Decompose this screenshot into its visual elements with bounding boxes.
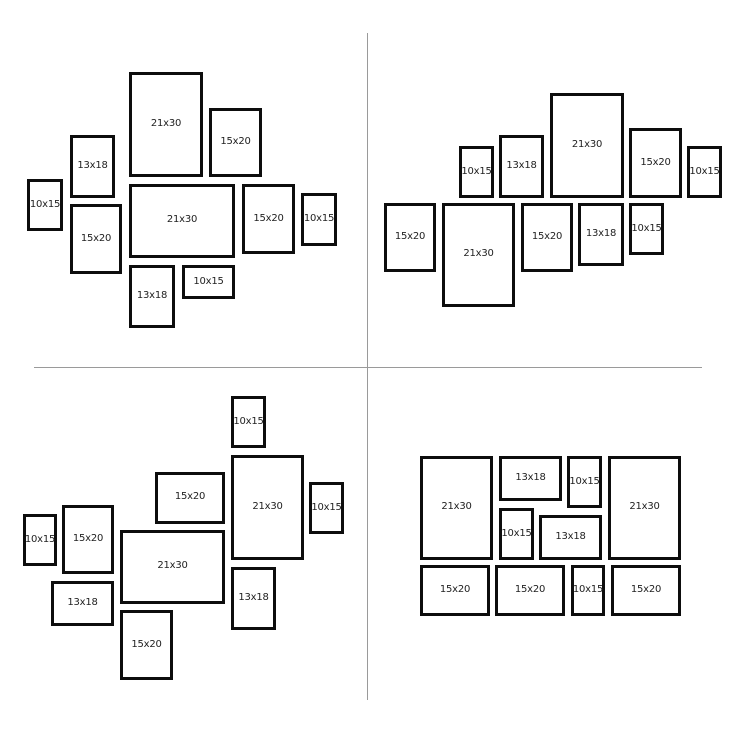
frame-size-label: 21x30 <box>252 500 283 512</box>
photo-frame-10x15: 10x15 <box>231 396 266 448</box>
frame-size-label: 21x30 <box>571 138 603 150</box>
frame-size-label: 13x18 <box>515 471 546 483</box>
frame-size-label: 15x20 <box>439 583 471 595</box>
frame-size-label: 10x15 <box>303 213 335 225</box>
photo-frame-15x20: 15x20 <box>495 565 565 616</box>
frame-size-label: 15x20 <box>253 212 284 224</box>
frame-size-label: 10x15 <box>501 527 532 539</box>
horizontal-divider <box>34 367 702 368</box>
photo-frame-21x30: 21x30 <box>608 456 681 560</box>
photo-frame-15x20: 15x20 <box>420 565 490 616</box>
photo-frame-15x20: 15x20 <box>209 108 262 177</box>
photo-frame-10x15: 10x15 <box>629 203 664 255</box>
frame-size-label: 13x18 <box>67 596 98 608</box>
frame-size-label: 21x30 <box>166 213 198 225</box>
vertical-divider <box>367 33 368 700</box>
photo-frame-10x15: 10x15 <box>27 179 63 231</box>
frame-size-label: 15x20 <box>514 583 546 595</box>
frame-size-label: 10x15 <box>311 501 342 513</box>
frame-size-label: 15x20 <box>174 491 206 503</box>
photo-frame-15x20: 15x20 <box>242 184 295 254</box>
frame-size-label: 10x15 <box>572 584 604 596</box>
frame-size-label: 10x15 <box>24 533 56 545</box>
frame-size-label: 21x30 <box>441 501 472 513</box>
frame-size-label: 10x15 <box>233 415 264 427</box>
frame-size-label: 21x30 <box>157 559 188 571</box>
photo-frame-21x30: 21x30 <box>442 203 515 307</box>
frame-size-label: 15x20 <box>72 533 104 545</box>
photo-frame-15x20: 15x20 <box>629 128 682 198</box>
frame-size-label: 10x15 <box>631 222 662 234</box>
frame-size-label: 10x15 <box>461 165 492 177</box>
frame-size-label: 13x18 <box>555 530 586 542</box>
frame-size-label: 15x20 <box>220 136 251 148</box>
photo-frame-10x15: 10x15 <box>499 508 534 560</box>
photo-frame-15x20: 15x20 <box>120 610 173 680</box>
frame-size-label: 13x18 <box>585 228 617 240</box>
frame-size-label: 13x18 <box>136 290 168 302</box>
photo-frame-13x18: 13x18 <box>539 515 602 560</box>
frame-size-label: 13x18 <box>506 160 537 172</box>
photo-frame-10x15: 10x15 <box>301 193 337 246</box>
photo-frame-13x18: 13x18 <box>129 265 175 328</box>
photo-frame-13x18: 13x18 <box>499 456 562 501</box>
photo-frame-10x15: 10x15 <box>23 514 57 566</box>
frame-size-label: 13x18 <box>238 592 269 604</box>
photo-frame-21x30: 21x30 <box>120 530 225 604</box>
frame-size-label: 10x15 <box>569 475 600 487</box>
frame-size-label: 21x30 <box>150 117 182 129</box>
photo-frame-15x20: 15x20 <box>155 472 225 524</box>
photo-frame-10x15: 10x15 <box>182 265 235 299</box>
photo-frame-15x20: 15x20 <box>521 203 573 272</box>
photo-frame-21x30: 21x30 <box>420 456 493 560</box>
photo-frame-15x20: 15x20 <box>70 204 122 274</box>
frame-size-label: 10x15 <box>29 198 61 210</box>
frame-size-label: 15x20 <box>640 156 671 168</box>
frame-size-label: 15x20 <box>630 583 662 595</box>
frame-size-label: 21x30 <box>463 248 494 260</box>
photo-frame-10x15: 10x15 <box>459 146 494 198</box>
frame-size-label: 10x15 <box>193 275 224 287</box>
photo-frame-10x15: 10x15 <box>567 456 602 508</box>
photo-frame-10x15: 10x15 <box>687 146 722 198</box>
photo-frame-10x15: 10x15 <box>571 565 605 616</box>
frame-size-label: 15x20 <box>131 638 162 650</box>
frame-size-label: 21x30 <box>629 501 660 513</box>
photo-frame-15x20: 15x20 <box>611 565 681 616</box>
photo-frame-13x18: 13x18 <box>51 581 114 626</box>
photo-frame-13x18: 13x18 <box>499 135 544 198</box>
photo-frame-13x18: 13x18 <box>70 135 115 198</box>
photo-frame-21x30: 21x30 <box>550 93 624 198</box>
frame-size-label: 10x15 <box>689 165 720 177</box>
photo-frame-21x30: 21x30 <box>129 184 235 258</box>
photo-frame-10x15: 10x15 <box>309 482 344 534</box>
frame-size-label: 15x20 <box>531 231 563 243</box>
photo-frame-15x20: 15x20 <box>62 505 114 574</box>
photo-frame-21x30: 21x30 <box>231 455 304 560</box>
photo-frame-21x30: 21x30 <box>129 72 203 177</box>
frame-size-label: 15x20 <box>80 232 112 244</box>
frame-size-label: 13x18 <box>77 160 108 172</box>
frame-size-label: 15x20 <box>394 231 426 243</box>
photo-frame-13x18: 13x18 <box>231 567 276 630</box>
photo-frame-15x20: 15x20 <box>384 203 436 272</box>
photo-frame-13x18: 13x18 <box>578 203 624 266</box>
